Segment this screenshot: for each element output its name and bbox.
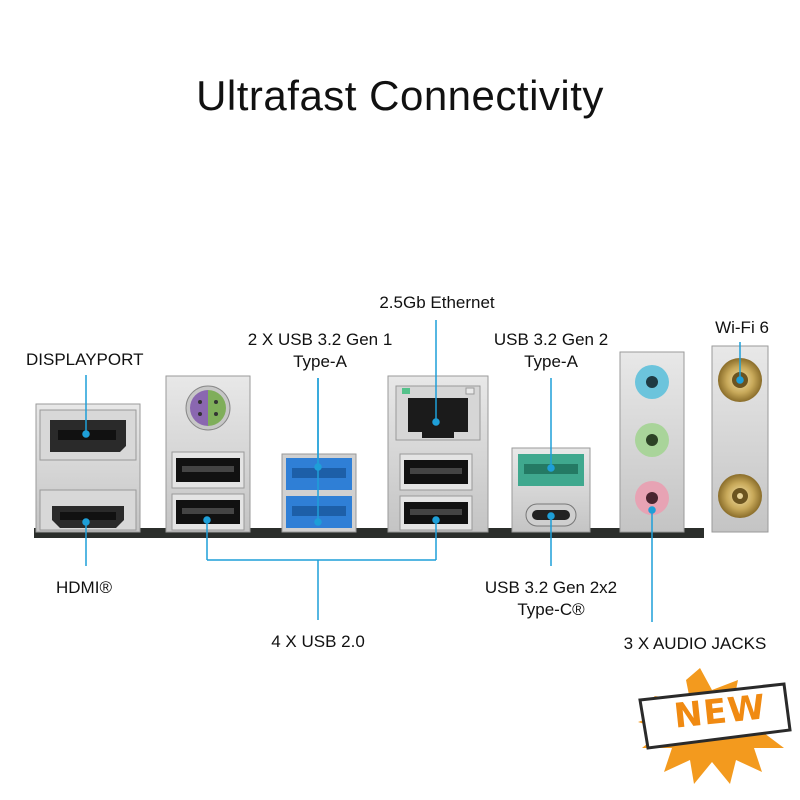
label-usb32-gen2-line1: USB 3.2 Gen 2 (493, 330, 609, 349)
audio-jacks-block (619, 351, 685, 533)
label-usb20: 4 X USB 2.0 (271, 632, 365, 651)
label-displayport: DISPLAYPORT (26, 350, 144, 369)
ethernet-usb2-block (387, 375, 489, 533)
label-hdmi: HDMI® (56, 578, 112, 597)
label-usb32-gen1-line1: 2 X USB 3.2 Gen 1 (247, 330, 393, 349)
page-title: Ultrafast Connectivity (196, 72, 604, 119)
ethernet-port (408, 398, 468, 438)
label-usb32-gen1: 2 X USB 3.2 Gen 1 Type-A (245, 329, 395, 373)
label-audio: 3 X AUDIO JACKS (623, 634, 767, 653)
label-ethernet: 2.5Gb Ethernet (379, 293, 495, 312)
label-usb32-gen2x2-line1: USB 3.2 Gen 2x2 (484, 578, 618, 597)
label-usb32-gen1-line2: Type-A (293, 352, 347, 371)
ps2-port-green (208, 390, 226, 426)
new-badge (638, 668, 792, 784)
displayport-hdmi-block (35, 403, 141, 533)
new-badge-ribbon (638, 682, 792, 750)
label-usb32-gen2-line2: Type-A (524, 352, 578, 371)
board-edge (34, 528, 704, 538)
label-usb32-gen2x2-line2: Type-C® (517, 600, 585, 619)
ps2-usb2-block (165, 375, 251, 533)
ps2-port-purple (190, 390, 208, 426)
label-usb32-gen2: USB 3.2 Gen 2 Type-A (476, 329, 626, 373)
label-usb32-gen2x2: USB 3.2 Gen 2x2 Type-C® (476, 577, 626, 621)
label-wifi: Wi-Fi 6 (715, 318, 769, 337)
callout-lines (82, 320, 744, 622)
